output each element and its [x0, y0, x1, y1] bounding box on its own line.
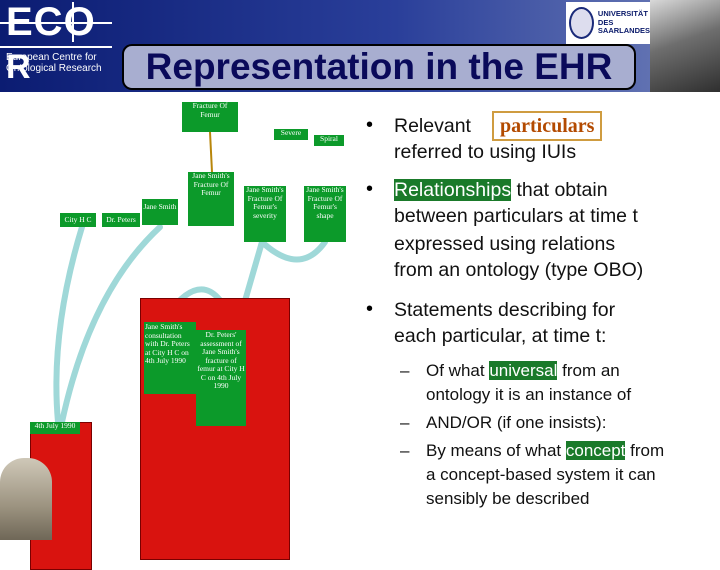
bullet-1-pre: Relevant — [394, 115, 471, 137]
uni-line: SAARLANDES — [597, 26, 650, 36]
node-consultation: Jane Smith's consultation with Dr. Peter… — [144, 322, 196, 394]
diagram-links — [53, 131, 328, 425]
sub-bullet-1: –Of what universal from an — [400, 361, 620, 380]
bullet-dot: • — [366, 178, 374, 200]
node-spiral: Spiral — [314, 134, 344, 146]
link-fracture — [209, 131, 213, 173]
page-title: Representation in the EHR — [145, 46, 613, 87]
sub-bullet-3: –By means of what concept from — [400, 441, 665, 460]
ecor-logo-r: R — [6, 48, 31, 86]
relationships-highlight: Relationships — [394, 179, 512, 201]
sub-bullet-3-line2: a concept-based system it can — [426, 465, 656, 484]
building-photo — [650, 0, 720, 92]
link-peters — [59, 224, 163, 425]
bullet-dot: • — [366, 298, 374, 320]
logo-line — [0, 46, 112, 48]
sub-3-post: from — [630, 441, 665, 460]
node-severity: Jane Smith's Fracture Of Femur's severit… — [244, 185, 286, 242]
centre-name: European Centre for Ontological Research — [6, 52, 102, 74]
aristotle-bust-image — [0, 458, 52, 540]
node-shape: Jane Smith's Fracture Of Femur's shape — [304, 185, 346, 242]
sub-2-text: AND/OR (if one insists): — [426, 413, 607, 432]
sub-bullet-2: –AND/OR (if one insists): — [400, 413, 607, 432]
node-date: 4th July 1990 — [30, 421, 80, 434]
logo-line — [72, 2, 74, 42]
bullet-2-line1: Relationships that obtain — [394, 178, 608, 202]
university-seal-icon — [569, 7, 594, 39]
uni-line: DES — [597, 17, 614, 27]
sub-bullet-3-line3: sensibly be described — [426, 489, 590, 508]
sub-1-post: from an — [562, 361, 620, 380]
bullet-3-line1: Statements describing for — [394, 299, 616, 321]
node-assessment: Dr. Peters' assessment of Jane Smith's f… — [196, 330, 246, 426]
link-shape — [259, 239, 328, 263]
node-jane-fracture: Jane Smith's Fracture Of Femur — [188, 171, 234, 226]
bullet-2-line3: expressed using relations — [394, 233, 616, 255]
uni-line: UNIVERSITÄT — [597, 9, 648, 19]
node-jane-smith: Jane Smith — [142, 199, 178, 225]
sub-1-pre: Of what — [426, 361, 485, 380]
particulars-highlight: particulars — [492, 111, 603, 141]
bullet-1-line2: referred to using IUIs — [394, 141, 577, 163]
sub-bullet-1-line2: ontology it is an instance of — [426, 385, 632, 404]
university-logo: UNIVERSITÄT DES SAARLANDES — [566, 2, 650, 44]
bullet-2-line4: from an ontology (type OBO) — [394, 259, 644, 281]
node-severe: Severe — [274, 128, 308, 140]
bullet-1-line1: Relevant — [394, 114, 471, 138]
node-fracture-of-femur: Fracture Of Femur — [182, 101, 238, 132]
ehr-diagram: Fracture Of Femur Severe Spiral Jane Smi… — [0, 92, 360, 570]
bullet-2-line2: between particulars at time t — [394, 205, 638, 227]
link-city — [53, 224, 85, 425]
concept-highlight: concept — [565, 441, 626, 460]
sub-3-pre: By means of what — [426, 441, 562, 460]
logo-line — [0, 22, 112, 24]
title-box: Representation in the EHR — [122, 44, 636, 90]
node-dr-peters: Dr. Peters — [102, 213, 140, 227]
bullet-2-rest: that obtain — [516, 179, 608, 201]
bullet-3-line2: each particular, at time t: — [394, 325, 607, 347]
node-city-hc: City H C — [60, 213, 96, 227]
bullet-dot: • — [366, 114, 374, 136]
universal-highlight: universal — [489, 361, 558, 380]
